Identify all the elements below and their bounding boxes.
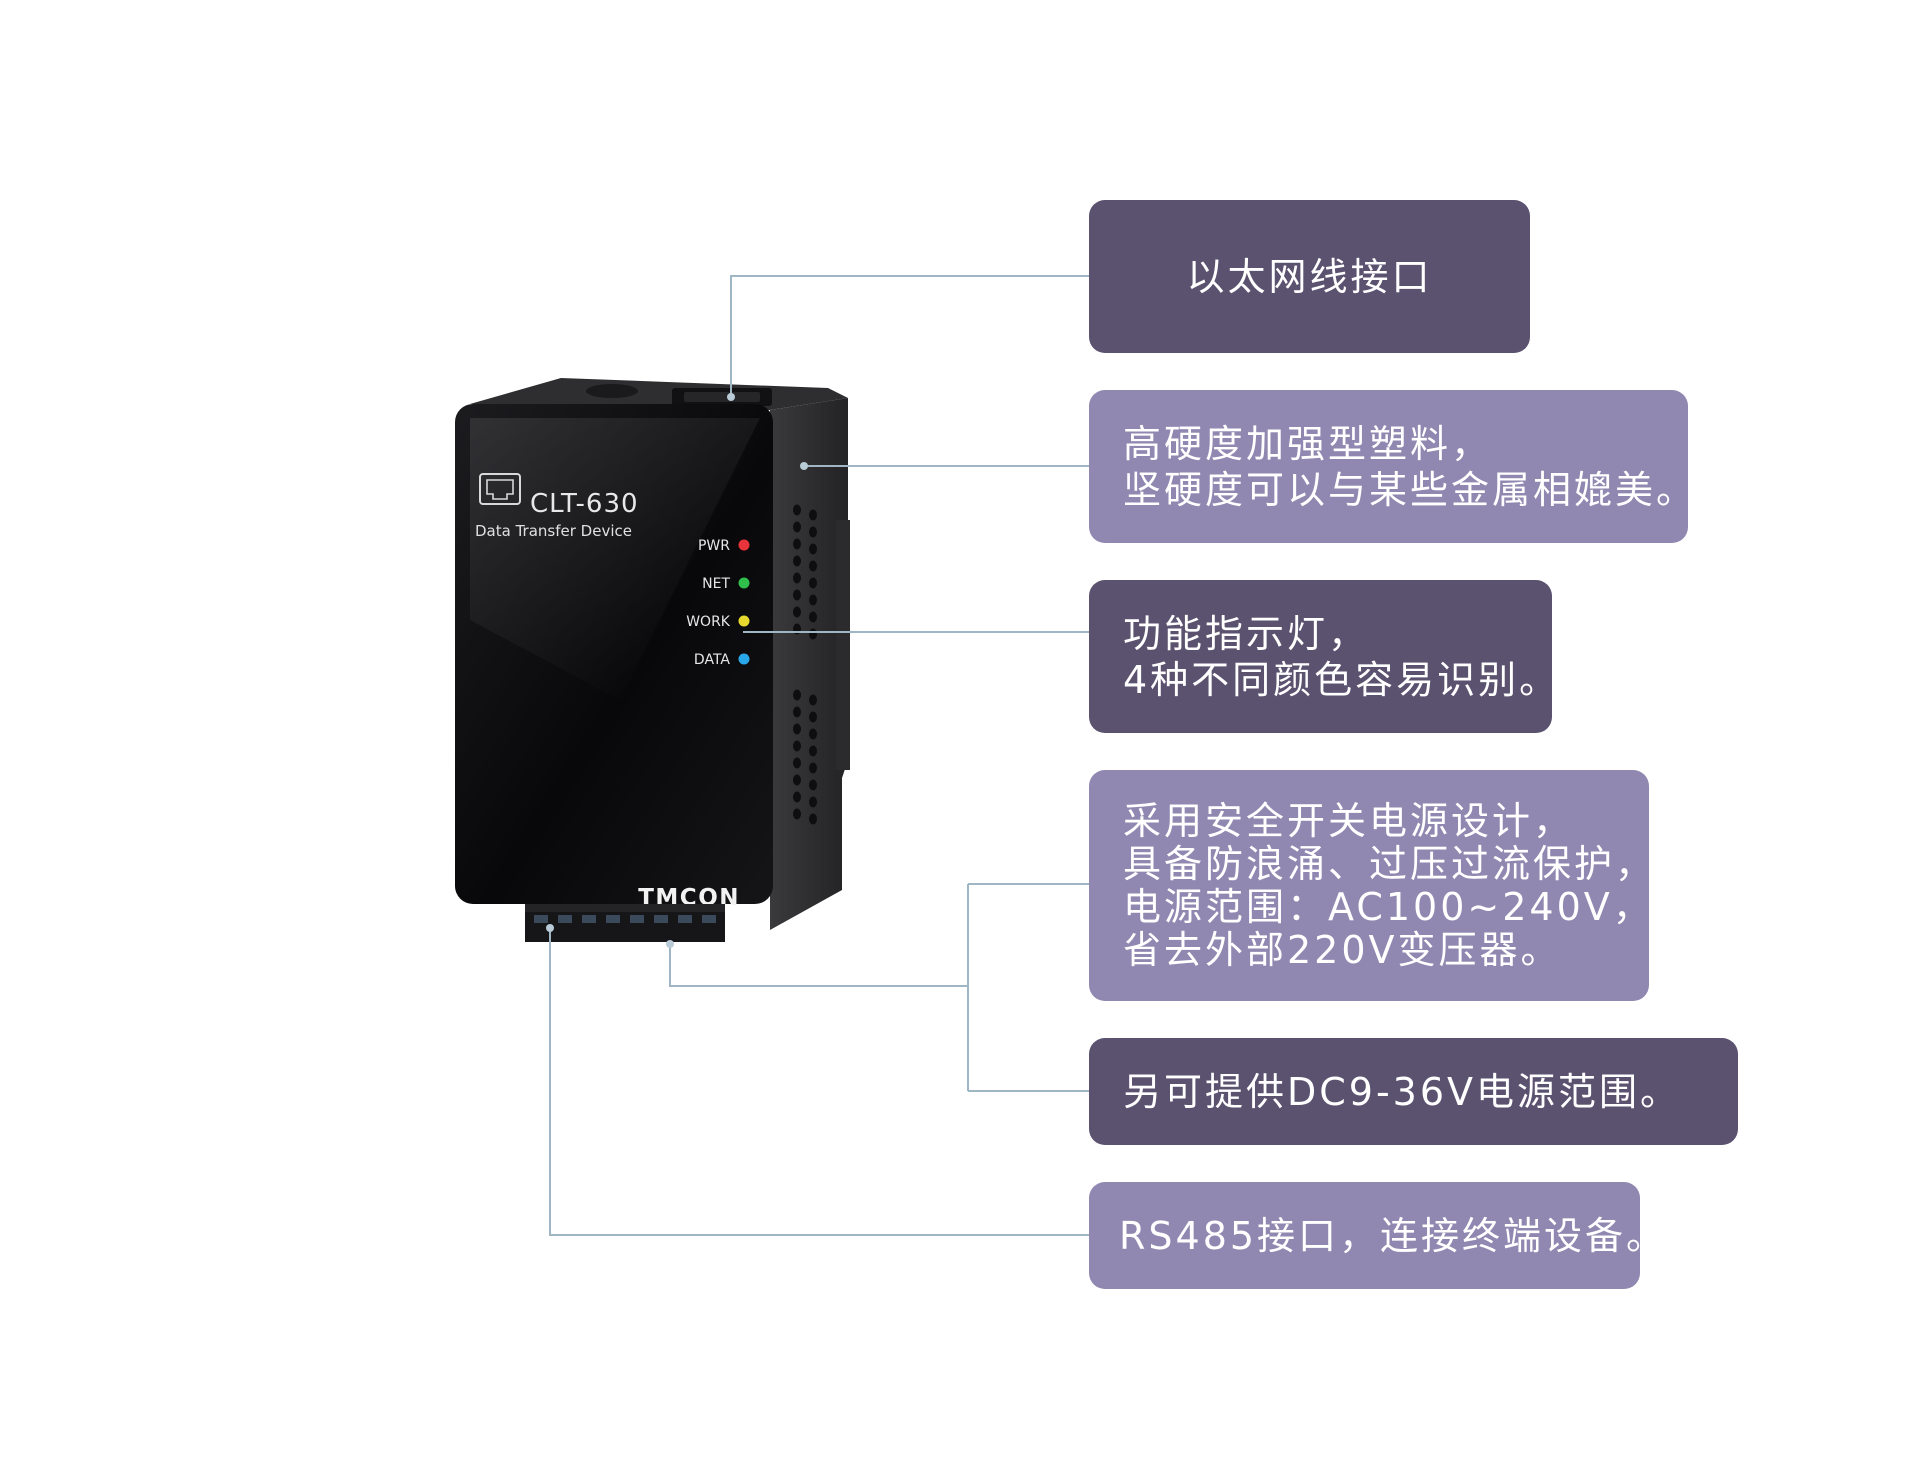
top-knob [586,384,638,398]
callout-leds-line-1: 功能指示灯， [1123,611,1370,656]
terminal-screw [702,915,716,923]
vent-hole [809,594,817,606]
ethernet-port-icon [479,473,521,505]
vent-hole [793,555,801,567]
vent-hole [793,723,801,735]
vent-hole [809,543,817,555]
callout-ethernet: 以太网线接口 [1089,200,1530,353]
leader-dot-ethernet [727,393,735,401]
leader-power [669,944,968,987]
callout-rs485-line-1: RS485接口，连接终端设备。 [1119,1213,1668,1258]
vent-hole [809,796,817,808]
vent-hole [793,757,801,769]
callout-dc: 另可提供DC9-36V电源范围。 [1089,1038,1738,1145]
terminal-screw [582,915,596,923]
leader-dot-rs485 [546,924,554,932]
terminal-block [525,904,725,942]
callout-plastic-line-2: 坚硬度可以与某些金属相媲美。 [1123,467,1698,512]
callout-power-line-1: 采用安全开关电源设计， [1123,798,1575,843]
callout-rs485: RS485接口，连接终端设备。 [1089,1182,1668,1289]
callout-leds-line-2: 4种不同颜色容易识别。 [1123,657,1561,702]
vent-hole [809,526,817,538]
terminal-screw [654,915,668,923]
vent-hole [809,779,817,791]
device-side-face [770,398,848,930]
indicator-led-work [738,615,750,627]
vent-hole [809,560,817,572]
leader-dot-plastic [800,462,808,470]
side-vents [793,504,817,825]
vent-hole [809,711,817,723]
din-rail-clip [836,520,850,770]
terminal-screw [678,915,692,923]
vent-hole [793,521,801,533]
vent-hole [793,606,801,618]
callout-plastic-line-1: 高硬度加强型塑料， [1123,421,1493,466]
device: CLT-630 Data Transfer Device PWR NET WORK D… [455,378,850,942]
vent-hole [793,504,801,516]
callout-power: 采用安全开关电源设计， 具备防浪涌、过压过流保护， 电源范围：AC100~240… [1089,770,1657,1001]
vent-hole [793,589,801,601]
vent-hole [809,745,817,757]
callout-power-line-3: 电源范围：AC100~240V， [1123,884,1654,929]
indicator-label-data: DATA [694,652,730,668]
vent-hole [793,572,801,584]
vent-hole [793,791,801,803]
indicator-label-work: WORK [686,614,731,630]
leader-ethernet [730,275,1089,397]
indicator-led-data [738,653,750,665]
callout-dc-line-1: 另可提供DC9-36V电源范围。 [1123,1069,1682,1114]
callout-ethernet-line-1: 以太网线接口 [1186,254,1433,299]
terminal-screw [558,915,572,923]
indicator-led-net [738,577,750,589]
indicator-label-pwr: PWR [698,538,730,554]
indicator-group: PWR NET WORK DATA [686,538,750,668]
terminal-screw [534,915,548,923]
leader-lines [546,275,1089,1236]
vent-hole [793,706,801,718]
device-subtitle: Data Transfer Device [475,522,632,540]
callout-plastic: 高硬度加强型塑料， 坚硬度可以与某些金属相媲美。 [1089,390,1698,543]
vent-hole [809,611,817,623]
vent-hole [809,728,817,740]
vent-hole [809,813,817,825]
device-model: CLT-630 [530,489,639,519]
vent-hole [809,762,817,774]
vent-hole [809,509,817,521]
vent-hole [793,689,801,701]
indicator-led-pwr [738,539,750,551]
vent-hole [793,740,801,752]
vent-hole [809,577,817,589]
callout-leds: 功能指示灯， 4种不同颜色容易识别。 [1089,580,1561,733]
callout-power-line-4: 省去外部220V变压器。 [1123,927,1562,972]
vent-hole [793,774,801,786]
vent-hole [809,694,817,706]
callout-power-line-2: 具备防浪涌、过压过流保护， [1123,841,1657,886]
vent-hole [809,628,817,640]
ethernet-port-inner [684,392,760,402]
terminal-screw [606,915,620,923]
leader-rs485 [549,928,1089,1236]
leader-dot-power [666,940,674,948]
vent-hole [793,808,801,820]
terminal-screw [630,915,644,923]
vent-hole [793,538,801,550]
front-shine [470,418,760,700]
indicator-label-net: NET [702,576,730,592]
